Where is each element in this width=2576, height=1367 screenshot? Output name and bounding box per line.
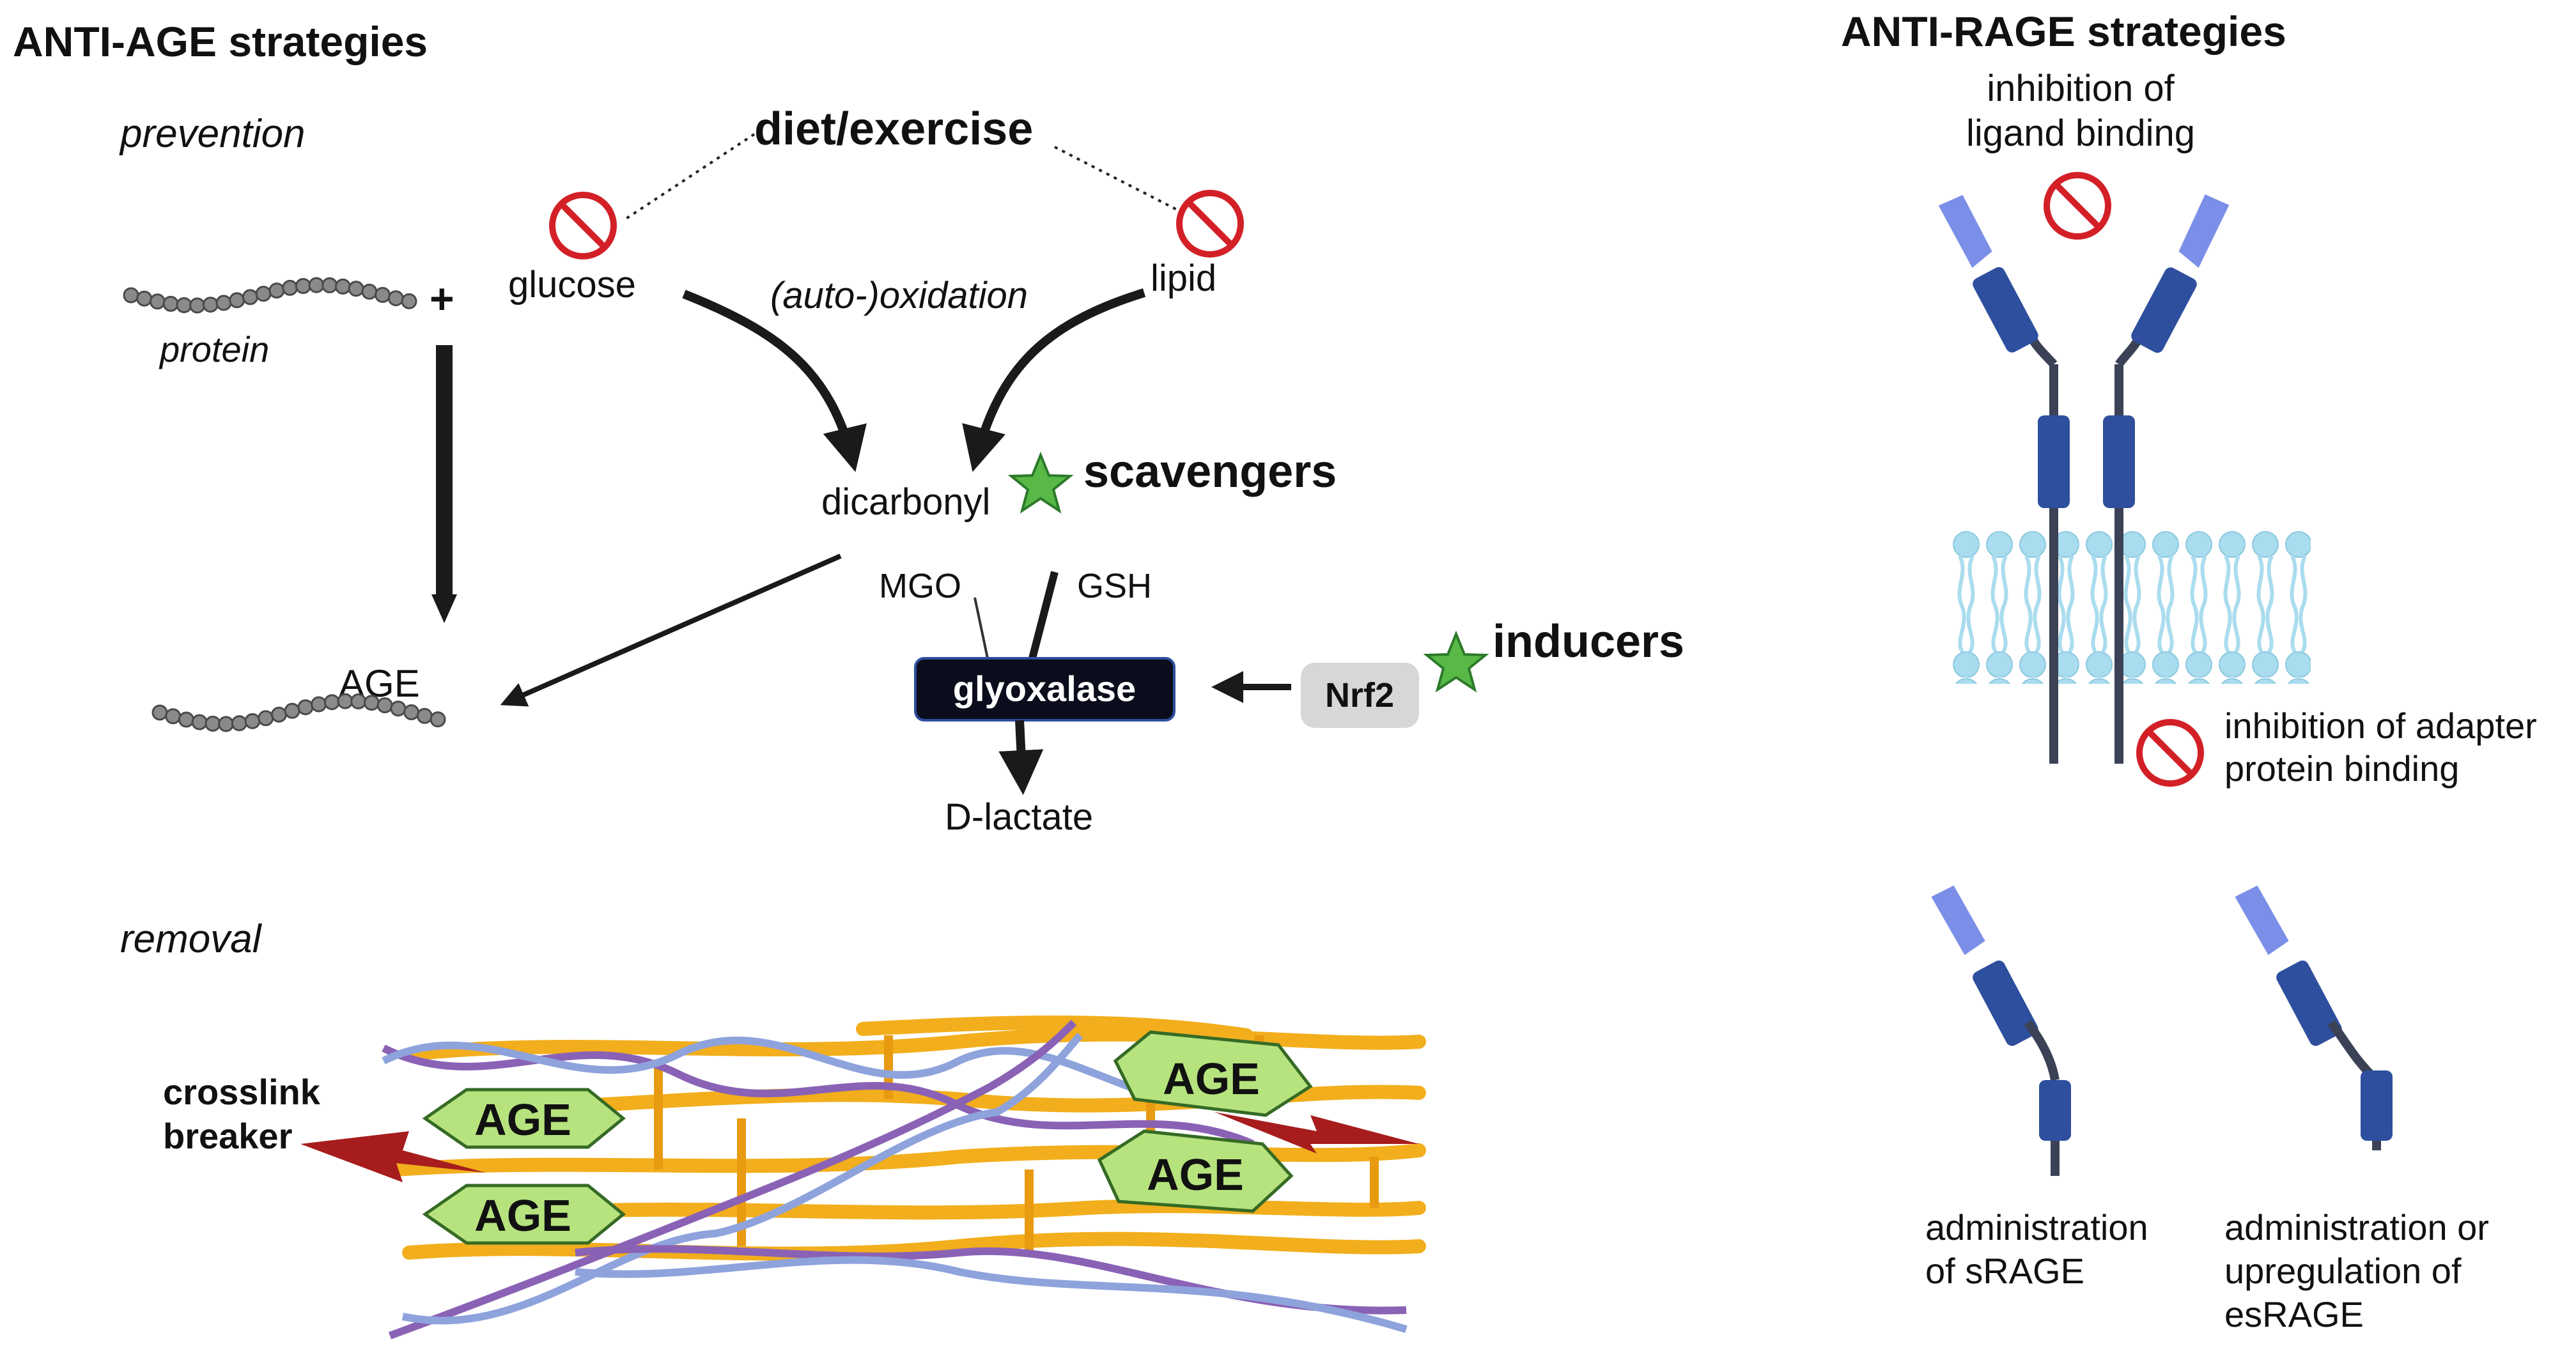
star-icon-scavengers bbox=[1010, 454, 1071, 512]
star-icon-inducers bbox=[1425, 633, 1487, 691]
lipid-to-dicarbonyl-arrow bbox=[962, 288, 1146, 472]
breaker-label: breaker bbox=[163, 1116, 292, 1156]
gsh-label: GSH bbox=[1077, 567, 1152, 605]
esrage-label-line3: esRAGE bbox=[2224, 1294, 2364, 1334]
esrage-molecule bbox=[2235, 885, 2393, 1150]
glucose-label: glucose bbox=[508, 264, 636, 305]
inducers-label: inducers bbox=[1493, 616, 1684, 667]
age-tag: AGE bbox=[422, 1184, 626, 1245]
inhibition-icon-lipid bbox=[1179, 193, 1241, 254]
inhibition-icon-ligand bbox=[2047, 175, 2108, 236]
prevention-label: prevention bbox=[119, 112, 306, 156]
svg-text:AGE: AGE bbox=[474, 1191, 571, 1240]
esrage-label-line2: upregulation of bbox=[2224, 1251, 2462, 1291]
anti-rage-title: ANTI-RAGE strategies bbox=[1841, 8, 2286, 55]
plus-sign: + bbox=[430, 275, 454, 322]
lipid-label: lipid bbox=[1151, 258, 1216, 299]
dotted-line-lipid bbox=[1054, 146, 1180, 212]
mgo-label: MGO bbox=[879, 567, 961, 605]
adapter-binding-label-line1: inhibition of adapter bbox=[2224, 706, 2537, 746]
collagen-network-illustration bbox=[300, 1016, 1426, 1340]
esrage-label-line1: administration or bbox=[2224, 1207, 2489, 1247]
ligand-binding-label-line1: inhibition of bbox=[1987, 68, 2175, 109]
adapter-binding-label-line2: protein binding bbox=[2224, 748, 2459, 789]
ligand-binding-label-line2: ligand binding bbox=[1966, 112, 2195, 154]
inhibition-icon-adapter bbox=[2139, 722, 2201, 784]
rage-receptor-left bbox=[1938, 194, 2070, 764]
glucose-to-dicarbonyl-arrow bbox=[682, 290, 867, 472]
auto-oxidation-label: (auto-)oxidation bbox=[770, 275, 1028, 316]
nrf2-box bbox=[1301, 663, 1419, 728]
dotted-line-glucose bbox=[622, 133, 756, 222]
age-tag: AGE bbox=[422, 1088, 626, 1149]
inhibition-icon-glucose bbox=[552, 195, 614, 256]
svg-text:AGE: AGE bbox=[1147, 1150, 1244, 1200]
crosslink-label: crosslink bbox=[163, 1072, 321, 1112]
anti-age-title: ANTI-AGE strategies bbox=[13, 18, 428, 65]
age-protein-chain-icon bbox=[151, 693, 446, 732]
rage-receptor-right bbox=[2103, 194, 2230, 764]
d-lactate-label: D-lactate bbox=[945, 796, 1093, 838]
glyoxalase-label: glyoxalase bbox=[953, 668, 1136, 709]
svg-text:AGE: AGE bbox=[474, 1095, 571, 1145]
age-tag: AGE bbox=[1113, 1030, 1313, 1117]
dicarbonyl-to-age-arrow bbox=[500, 553, 842, 707]
cell-membrane bbox=[1950, 530, 2311, 684]
svg-text:AGE: AGE bbox=[1163, 1054, 1260, 1104]
protein-chain-icon bbox=[123, 277, 417, 314]
srage-label-line2: of sRAGE bbox=[1925, 1251, 2084, 1291]
scavengers-label: scavengers bbox=[1083, 446, 1337, 497]
removal-label: removal bbox=[120, 917, 263, 961]
diet-exercise-label: diet/exercise bbox=[754, 104, 1033, 155]
srage-molecule bbox=[1931, 885, 2071, 1176]
protein-label: protein bbox=[159, 329, 269, 369]
srage-label-line1: administration bbox=[1925, 1207, 2148, 1247]
age-tag: AGE bbox=[1097, 1129, 1294, 1213]
dicarbonyl-label: dicarbonyl bbox=[821, 481, 990, 523]
nrf2-label: Nrf2 bbox=[1325, 676, 1394, 714]
glyoxalase-box bbox=[914, 657, 1175, 722]
glyoxalase-to-dlactate-arrow bbox=[998, 720, 1044, 795]
